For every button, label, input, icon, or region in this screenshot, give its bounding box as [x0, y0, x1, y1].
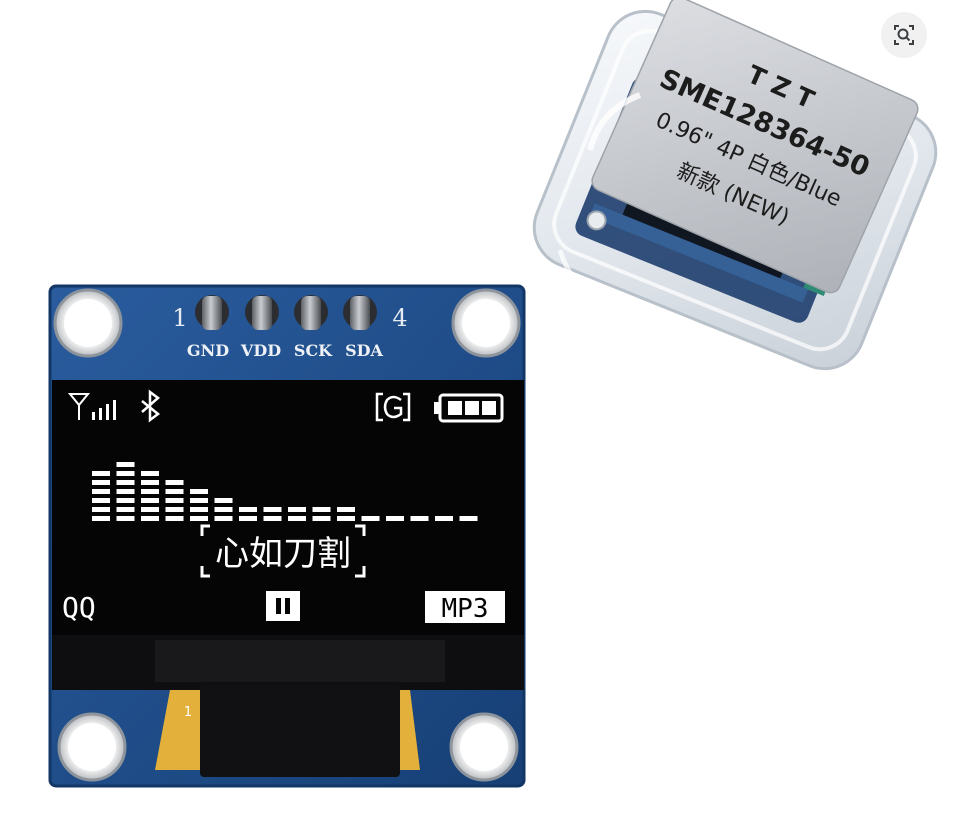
- equalizer-segment: [190, 516, 208, 521]
- equalizer-segment: [239, 507, 257, 512]
- equalizer-segment: [190, 498, 208, 503]
- equalizer-segment: [92, 516, 110, 521]
- equalizer-segment: [116, 516, 135, 521]
- g-network-icon: [375, 392, 411, 422]
- equalizer-segment: [116, 489, 135, 494]
- header-pins: [195, 295, 377, 330]
- equalizer-segment: [165, 498, 184, 503]
- pin-label-vdd: VDD: [240, 341, 281, 360]
- equalizer-segment: [263, 516, 282, 521]
- equalizer-segment: [116, 462, 135, 467]
- equalizer-segment: [165, 516, 184, 521]
- song-title-frame: [200, 524, 366, 578]
- pin-number-first: 1: [172, 304, 187, 332]
- equalizer-segment: [214, 516, 233, 521]
- pause-icon: [266, 591, 300, 621]
- equalizer-segment: [116, 471, 135, 476]
- flex-cable-number: 1: [184, 705, 192, 720]
- equalizer-segment: [141, 489, 159, 494]
- equalizer-segment: [92, 489, 110, 494]
- equalizer-segment: [410, 516, 429, 521]
- equalizer-segment: [361, 516, 380, 521]
- equalizer-segment: [141, 471, 159, 476]
- equalizer-segment: [337, 507, 355, 512]
- oled-content: 心如刀割 QQ MP3: [62, 389, 505, 624]
- packaging-box: T Z T SME128364-50 0.96" 4P 白色/Blue 新款 (…: [532, 0, 938, 371]
- equalizer-segment: [141, 507, 159, 512]
- mp3-badge: [425, 591, 505, 623]
- equalizer-bars: [92, 462, 478, 521]
- song-title: 心如刀割: [215, 534, 351, 574]
- equalizer-segment: [141, 498, 159, 503]
- equalizer-segment: [165, 507, 184, 512]
- equalizer-segment: [214, 507, 233, 512]
- equalizer-segment: [116, 498, 135, 503]
- equalizer-segment: [239, 516, 257, 521]
- pin-label-sck: SCK: [294, 341, 333, 360]
- equalizer-segment: [92, 471, 110, 476]
- equalizer-segment: [288, 507, 306, 512]
- equalizer-segment: [92, 507, 110, 512]
- equalizer-segment: [165, 489, 184, 494]
- equalizer-segment: [92, 498, 110, 503]
- bluetooth-icon: [141, 389, 161, 423]
- equalizer-segment: [92, 480, 110, 485]
- equalizer-segment: [288, 516, 306, 521]
- equalizer-segment: [165, 480, 184, 485]
- equalizer-segment: [190, 507, 208, 512]
- equalizer-segment: [312, 516, 331, 521]
- equalizer-segment: [141, 516, 159, 521]
- mp3-label: MP3: [442, 594, 489, 624]
- equalizer-segment: [263, 507, 282, 512]
- equalizer-segment: [459, 516, 478, 521]
- equalizer-segment: [435, 516, 453, 521]
- equalizer-segment: [190, 489, 208, 494]
- qq-label: QQ: [62, 591, 96, 624]
- oled-module: 1 4 GND VDD SCK SDA 1: [48, 284, 526, 788]
- equalizer-segment: [214, 498, 233, 503]
- equalizer-segment: [116, 507, 135, 512]
- equalizer-segment: [337, 516, 355, 521]
- signal-strength-icon: [67, 393, 116, 420]
- pin-label-sda: SDA: [345, 341, 383, 360]
- equalizer-segment: [386, 516, 404, 521]
- visual-search-icon: [894, 25, 914, 45]
- box-label: T Z T SME128364-50 0.96" 4P 白色/Blue 新款 (…: [591, 0, 919, 294]
- equalizer-segment: [141, 480, 159, 485]
- equalizer-segment: [312, 507, 331, 512]
- pin-number-last: 4: [392, 304, 407, 332]
- battery-full-icon: [434, 393, 504, 423]
- pin-label-gnd: GND: [187, 341, 229, 360]
- image-search-button[interactable]: [881, 12, 927, 58]
- equalizer-segment: [116, 480, 135, 485]
